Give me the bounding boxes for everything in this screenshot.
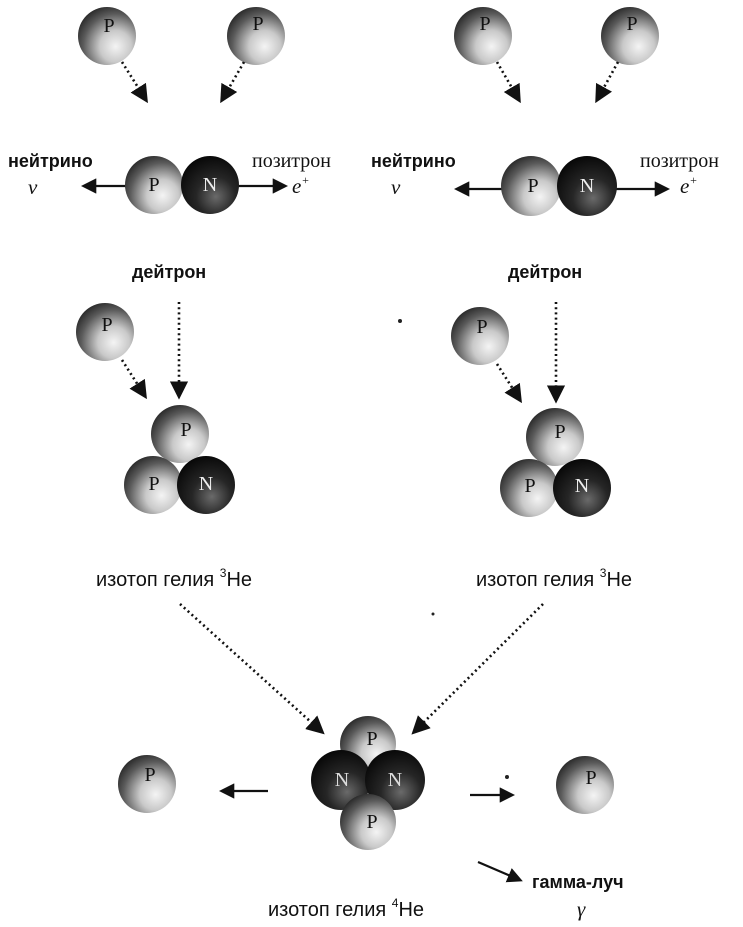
proton-letter: P: [366, 811, 377, 833]
positron-symbol: e+: [680, 173, 697, 198]
helium4-nucleus: P N N P: [311, 716, 425, 850]
right-deuteron: P N: [501, 156, 617, 216]
left-helium3-nucleus: P P N: [124, 405, 235, 514]
proton-letter: P: [103, 15, 114, 37]
right-top-proton-a: P: [454, 7, 512, 65]
dotted-arrow: [120, 61, 148, 104]
ejected-proton-right: P: [556, 756, 614, 814]
left-top-proton-a: P: [78, 7, 136, 65]
gamma-symbol: γ: [577, 897, 586, 921]
left-incoming-proton: P: [76, 303, 134, 361]
dotted-arrow: [411, 603, 544, 735]
proton-letter: P: [585, 767, 596, 789]
positron-label: позитрон: [252, 150, 331, 172]
proton-letter: P: [148, 174, 159, 196]
proton-letter: P: [366, 728, 377, 750]
neutron-letter: N: [203, 174, 217, 196]
proton-letter: P: [148, 473, 159, 495]
dotted-arrow: [179, 603, 325, 735]
dotted-arrow: [120, 359, 147, 400]
positron-label: позитрон: [640, 150, 719, 172]
dotted-arrow: [220, 61, 246, 104]
left-top-proton-b: P: [227, 7, 285, 65]
right-top-proton-b: P: [601, 7, 659, 65]
proton-letter: P: [144, 764, 155, 786]
neutron-letter: N: [335, 769, 349, 791]
positron-symbol: e+: [292, 173, 309, 198]
stray-dot: [431, 612, 435, 616]
proton-letter: P: [527, 175, 538, 197]
dotted-arrow: [495, 363, 522, 404]
neutron-letter: N: [388, 769, 402, 791]
helium3-label: изотоп гелия 3He: [476, 566, 632, 591]
neutron-letter: N: [580, 175, 594, 197]
neutron-letter: N: [199, 473, 213, 495]
proton-letter: P: [524, 475, 535, 497]
ejected-proton-left: P: [118, 755, 176, 813]
neutron-letter: N: [575, 475, 589, 497]
neutrino-symbol: ν: [391, 175, 401, 199]
stray-dot: [398, 319, 402, 323]
deuteron-label: дейтрон: [508, 262, 582, 282]
neutrino-label: нейтрино: [8, 151, 93, 171]
proton-letter: P: [101, 314, 112, 336]
gamma-arrow: [477, 860, 523, 883]
stray-dot: [505, 775, 509, 779]
proton-letter: P: [476, 316, 487, 338]
right-incoming-proton: P: [451, 307, 509, 365]
dotted-arrow: [495, 61, 521, 104]
gamma-label: гамма-луч: [532, 872, 624, 892]
left-deuteron: P N: [125, 156, 239, 214]
proton-letter: P: [626, 13, 637, 35]
right-helium3-nucleus: P P N: [500, 408, 611, 517]
proton-letter: P: [180, 419, 191, 441]
helium3-label: изотоп гелия 3He: [96, 566, 252, 591]
dotted-arrow: [595, 61, 620, 104]
deuteron-label: дейтрон: [132, 262, 206, 282]
proton-letter: P: [252, 13, 263, 35]
neutrino-symbol: ν: [28, 175, 38, 199]
proton-letter: P: [554, 421, 565, 443]
neutrino-label: нейтрино: [371, 151, 456, 171]
proton-letter: P: [479, 13, 490, 35]
helium4-label: изотоп гелия 4He: [268, 896, 424, 921]
